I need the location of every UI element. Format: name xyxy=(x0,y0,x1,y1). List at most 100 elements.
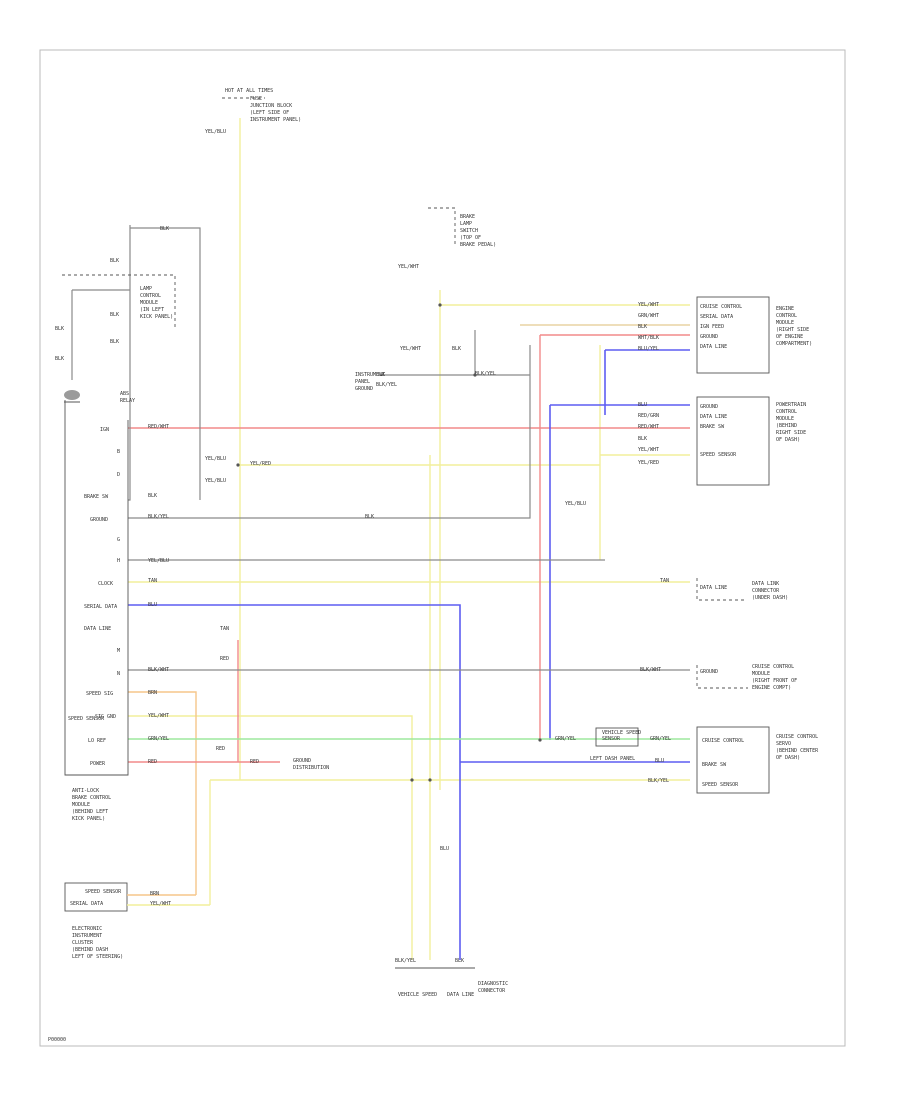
svg-text:INSTRUMENT: INSTRUMENT xyxy=(355,372,385,378)
ecm-box xyxy=(64,400,129,776)
svg-text:INSTRUMENT: INSTRUMENT xyxy=(72,933,102,939)
svg-text:CONTROL: CONTROL xyxy=(776,409,797,415)
lower-connector-label: DIAGNOSTIC CONNECTOR xyxy=(478,981,508,994)
svg-text:DATA LINE: DATA LINE xyxy=(84,626,111,632)
svg-text:B: B xyxy=(117,449,120,455)
svg-text:(TOP OF: (TOP OF xyxy=(460,235,481,241)
svg-text:BLK/YEL: BLK/YEL xyxy=(648,778,669,784)
svg-text:SERIAL DATA: SERIAL DATA xyxy=(700,314,733,320)
svg-text:GROUND: GROUND xyxy=(293,758,311,764)
abs-relay-label: ABS RELAY xyxy=(120,391,135,404)
svg-text:BRAKE SW: BRAKE SW xyxy=(84,494,109,500)
cruise-servo-box xyxy=(696,726,770,794)
svg-text:BRAKE SW: BRAKE SW xyxy=(702,762,727,768)
svg-text:MODULE: MODULE xyxy=(776,320,794,326)
svg-text:CONTROL: CONTROL xyxy=(776,313,797,319)
svg-text:GRN/WHT: GRN/WHT xyxy=(638,313,659,319)
svg-text:(IN LEFT: (IN LEFT xyxy=(140,307,164,313)
svg-text:BRN: BRN xyxy=(148,690,157,696)
svg-text:YEL/WHT: YEL/WHT xyxy=(638,447,659,453)
svg-text:CRUISE CONTROL: CRUISE CONTROL xyxy=(776,734,818,740)
svg-text:KICK PANEL): KICK PANEL) xyxy=(140,314,173,320)
svg-text:DISTRIBUTION: DISTRIBUTION xyxy=(293,765,329,771)
svg-text:MODULE: MODULE xyxy=(140,300,158,306)
wire-blue-1 xyxy=(128,604,461,960)
svg-text:TAN: TAN xyxy=(220,626,229,632)
data-connector-box xyxy=(696,578,745,601)
svg-text:BLK/WHT: BLK/WHT xyxy=(640,667,661,673)
svg-text:CONNECTOR: CONNECTOR xyxy=(478,988,506,994)
svg-text:OF ENGINE: OF ENGINE xyxy=(776,334,803,340)
svg-text:BLK: BLK xyxy=(638,436,647,442)
splice-dots xyxy=(236,303,542,782)
svg-text:H: H xyxy=(117,558,120,564)
svg-text:ENGINE: ENGINE xyxy=(776,306,794,312)
svg-text:POWERTRAIN: POWERTRAIN xyxy=(776,402,806,408)
svg-text:RED: RED xyxy=(216,746,225,752)
svg-text:YEL/BLU: YEL/BLU xyxy=(205,456,226,462)
svg-text:BRAKE: BRAKE xyxy=(460,214,475,220)
svg-text:YEL/WHT: YEL/WHT xyxy=(148,713,169,719)
svg-text:DATA LINK: DATA LINK xyxy=(752,581,779,587)
svg-text:SWITCH: SWITCH xyxy=(460,228,478,234)
instr-ground-label: INSTRUMENT PANEL GROUND xyxy=(355,372,385,392)
svg-text:HOT AT ALL TIMES: HOT AT ALL TIMES xyxy=(225,88,273,94)
svg-text:BLK/WHT: BLK/WHT xyxy=(148,667,169,673)
svg-text:RED/GRN: RED/GRN xyxy=(638,413,659,419)
svg-text:VEHICLE SPEED: VEHICLE SPEED xyxy=(602,730,641,736)
svg-text:CLOCK: CLOCK xyxy=(98,581,113,587)
hot-fuse-label: HOT AT ALL TIMES FUSE JUNCTION BLOCK (LE… xyxy=(225,88,301,123)
brake-switch-label: BRAKE LAMP SWITCH (TOP OF BRAKE PEDAL) xyxy=(460,214,496,248)
svg-text:SERIAL DATA: SERIAL DATA xyxy=(84,604,117,610)
svg-text:BLU: BLU xyxy=(638,402,647,408)
svg-text:LAMP: LAMP xyxy=(460,221,472,227)
svg-text:BRAKE CONTROL: BRAKE CONTROL xyxy=(72,795,111,801)
cruise-mod-pin: GROUND xyxy=(700,669,718,675)
combo-relay-box xyxy=(62,274,176,330)
svg-text:GROUND: GROUND xyxy=(90,517,108,523)
svg-text:(BEHIND LEFT: (BEHIND LEFT xyxy=(72,809,108,815)
svg-text:BLK/YEL: BLK/YEL xyxy=(376,382,397,388)
svg-text:BLK: BLK xyxy=(376,372,385,378)
svg-text:CRUISE CONTROL: CRUISE CONTROL xyxy=(752,664,794,670)
svg-text:DATA LINE: DATA LINE xyxy=(700,344,727,350)
svg-text:LEFT OF STEERING): LEFT OF STEERING) xyxy=(72,954,123,960)
svg-text:DIAGNOSTIC: DIAGNOSTIC xyxy=(478,981,508,987)
svg-text:RELAY: RELAY xyxy=(120,398,135,404)
servo-pin-labels: CRUISE CONTROL BRAKE SW SPEED SENSOR xyxy=(702,738,744,788)
svg-text:ANTI-LOCK: ANTI-LOCK xyxy=(72,788,99,794)
pcm-box xyxy=(696,396,770,486)
svg-text:YEL/BLU: YEL/BLU xyxy=(565,501,586,507)
svg-text:BLK/YEL: BLK/YEL xyxy=(475,371,496,377)
svg-text:GROUND: GROUND xyxy=(700,404,718,410)
instrument-pin-1: SPEED SENSOR xyxy=(85,889,122,895)
svg-text:TAN: TAN xyxy=(148,578,157,584)
svg-text:RIGHT SIDE: RIGHT SIDE xyxy=(776,430,806,436)
svg-text:YEL/WHT: YEL/WHT xyxy=(150,901,171,907)
svg-text:BLK: BLK xyxy=(452,346,461,352)
svg-text:BLK: BLK xyxy=(148,493,157,499)
svg-text:CLUSTER: CLUSTER xyxy=(72,940,94,946)
svg-text:YEL/WHT: YEL/WHT xyxy=(400,346,421,352)
svg-text:BLU: BLU xyxy=(440,846,449,852)
svg-text:GROUND: GROUND xyxy=(355,386,373,392)
svg-text:(UNDER DASH): (UNDER DASH) xyxy=(752,595,788,601)
wire-black-7 xyxy=(130,227,201,500)
combo-relay-label: LAMP CONTROL MODULE (IN LEFT KICK PANEL) xyxy=(140,286,173,320)
lower-pin-1: VEHICLE SPEED xyxy=(398,992,437,998)
svg-text:MODULE: MODULE xyxy=(776,416,794,422)
engine-control-box xyxy=(696,296,770,374)
svg-text:BLU/YEL: BLU/YEL xyxy=(638,346,659,352)
wire-orange-1 xyxy=(128,691,197,895)
svg-text:SPEED SENSOR: SPEED SENSOR xyxy=(700,452,737,458)
svg-text:COMPARTMENT): COMPARTMENT) xyxy=(776,341,812,347)
svg-text:INSTRUMENT PANEL): INSTRUMENT PANEL) xyxy=(250,117,301,123)
svg-text:RED: RED xyxy=(250,759,259,765)
wire-black-6 xyxy=(128,225,131,501)
svg-text:BLK: BLK xyxy=(110,258,119,264)
svg-text:BRAKE PEDAL): BRAKE PEDAL) xyxy=(460,242,496,248)
svg-text:BLU: BLU xyxy=(655,758,664,764)
svg-text:SENSOR: SENSOR xyxy=(602,736,621,742)
svg-text:BLK: BLK xyxy=(110,339,119,345)
svg-text:BLU: BLU xyxy=(148,602,157,608)
